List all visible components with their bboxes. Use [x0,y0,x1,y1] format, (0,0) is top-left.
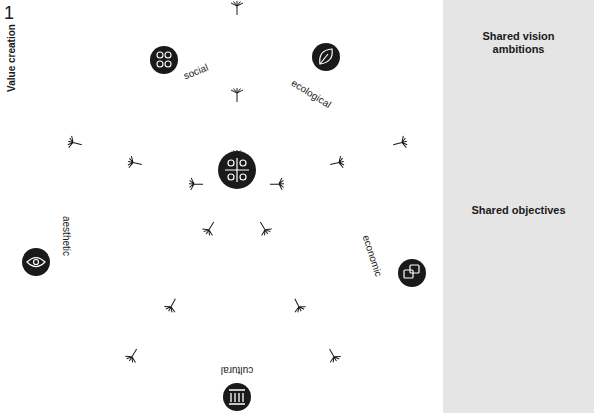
seed-stroke [163,296,180,314]
panel-heading: Shared objectives [463,204,575,217]
seed-symbol [163,296,180,314]
seed-symbol [270,178,284,190]
seed-stroke [324,346,341,364]
seed-symbol [231,1,243,15]
seed-stroke [189,178,203,190]
seed-symbol [124,346,142,364]
seed-symbol [324,346,341,364]
seed-stroke [201,219,219,237]
seed-stroke [231,88,243,102]
dimension-label: aesthetic [60,216,72,256]
seed-symbol [392,135,409,150]
seed-symbol [289,296,306,314]
seed-symbol [255,219,273,237]
axis-title: Value creation [6,24,18,92]
ecological-icon [312,43,340,71]
seed-stroke [329,156,345,171]
seed-symbol [67,135,84,150]
seed-symbol [201,219,219,237]
aesthetic-icon [22,248,50,276]
seed-symbol [231,88,243,102]
dimension-label: cultural [221,364,253,376]
panel-heading: Shared vision ambitions [463,30,575,56]
seed-stroke [127,156,143,171]
social-icon [150,46,178,74]
dimension-label: economic [360,234,385,278]
dimension-label: ecological [289,77,333,111]
seed-symbols [67,1,409,364]
economic-icon [398,259,426,287]
seed-stroke [231,1,243,15]
seed-symbol [127,156,143,171]
seed-stroke [67,135,84,150]
seed-symbol [189,178,203,190]
cultural-icon [223,383,251,411]
seed-stroke [270,178,284,190]
figure-number: 1 [4,3,14,23]
center-icon [218,151,256,189]
seed-stroke [392,135,409,150]
seed-symbol [329,156,345,171]
seed-stroke [255,219,273,237]
seed-stroke [124,346,142,364]
seed-stroke [289,296,306,314]
dimension-label: social [182,62,210,83]
shared-panel: Shared vision ambitionsShared objectives [443,0,594,413]
